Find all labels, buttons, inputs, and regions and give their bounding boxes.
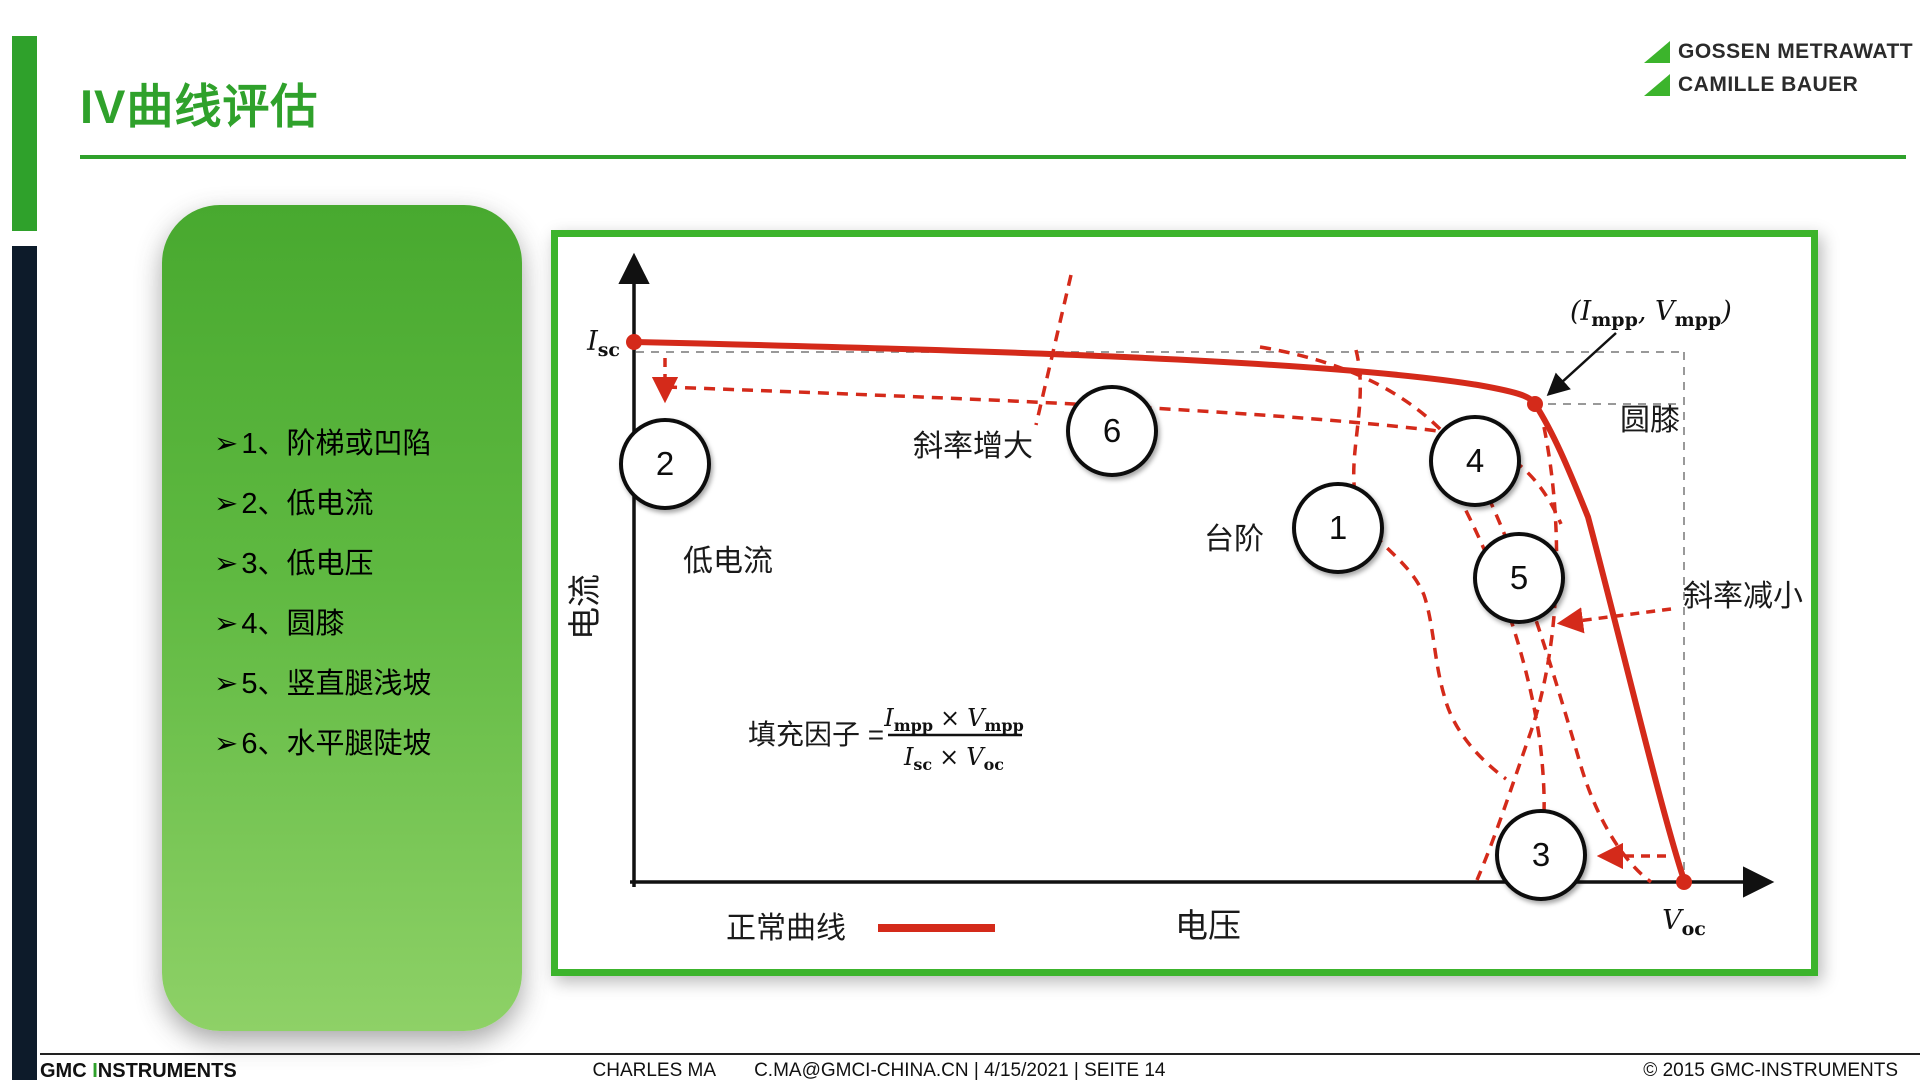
- mpp-callout-arrow: [1546, 332, 1617, 397]
- y-axis-label: 电流: [566, 574, 603, 640]
- iv-curve-svg: 2 6 4 1 5 3 斜率增大 低: [566, 252, 1803, 945]
- badge-circle: [619, 418, 711, 510]
- annotation-low-current: 低电流: [683, 545, 773, 578]
- voc-point: [1676, 874, 1692, 890]
- badge-circle: [1292, 482, 1384, 574]
- logo-triangle-icon: [1644, 41, 1670, 63]
- badge-number: 6: [1103, 412, 1121, 449]
- annotation-step: 台阶: [1204, 523, 1264, 556]
- footer: GMC INSTRUMENTS CHARLES MA C.MA@GMCI-CHIN…: [40, 1053, 1920, 1080]
- list-item: ➢1、阶梯或凹陷: [214, 423, 431, 466]
- badge-number: 3: [1532, 836, 1550, 873]
- defect-list-panel: ➢1、阶梯或凹陷 ➢2、低电流 ➢3、低电压 ➢4、圆膝 ➢5、竖直腿浅坡 ➢6…: [162, 205, 522, 1031]
- annotation-round-knee: 圆膝: [1620, 404, 1680, 437]
- badge-number: 1: [1329, 509, 1347, 546]
- dashed-curve-round-knee: [1259, 345, 1653, 884]
- list-item-label: 3、低电压: [241, 548, 374, 580]
- footer-brand: GMC INSTRUMENTS: [40, 1060, 360, 1080]
- logo-row-gossen: GOSSEN METRAWATT: [1644, 40, 1913, 64]
- mpp-point: [1527, 396, 1543, 412]
- footer-center: CHARLES MA C.MA@GMCI-CHINA.CN | 4/15/2021…: [360, 1060, 1398, 1080]
- footer-author: CHARLES MA: [592, 1060, 717, 1080]
- annotation-slope-increase: 斜率增大: [913, 430, 1033, 463]
- brand-i: I: [92, 1060, 98, 1080]
- list-item: ➢5、竖直腿浅坡: [214, 663, 431, 706]
- defect-list: ➢1、阶梯或凹陷 ➢2、低电流 ➢3、低电压 ➢4、圆膝 ➢5、竖直腿浅坡 ➢6…: [214, 423, 431, 766]
- marker-badge-3: 3: [1495, 809, 1587, 901]
- dashed-curve-low-voltage: [1436, 460, 1546, 850]
- list-item-label: 5、竖直腿浅坡: [241, 668, 432, 700]
- badge-number: 5: [1510, 559, 1528, 596]
- list-item: ➢3、低电压: [214, 543, 431, 586]
- formula-denominator: Isc×Voc: [903, 743, 1004, 774]
- logo-triangle-icon: [1644, 74, 1670, 96]
- formula-numerator: Impp×Vmpp: [883, 704, 1024, 735]
- bullet-icon: ➢: [214, 608, 239, 640]
- page-title: IV曲线评估: [80, 80, 319, 133]
- list-item-label: 4、圆膝: [241, 608, 345, 640]
- footer-meta: C.MA@GMCI-CHINA.CN | 4/15/2021 | SEITE 1…: [754, 1060, 1166, 1080]
- mpp-label: (Impp, Vmpp): [1570, 296, 1732, 331]
- brand-gmc: GMC: [40, 1060, 93, 1080]
- logo-text-camille-bauer: CAMILLE BAUER: [1678, 73, 1859, 96]
- logo-text-gossen-metrawatt: GOSSEN METRAWATT: [1678, 40, 1914, 63]
- marker-badge-5: 5: [1473, 532, 1565, 624]
- marker-badge-6: 6: [1066, 385, 1158, 477]
- isc-label: Isc: [586, 326, 620, 361]
- badge-circle: [1495, 809, 1587, 901]
- legend-label: 正常曲线: [726, 912, 846, 945]
- list-item: ➢4、圆膝: [214, 603, 431, 646]
- badge-number: 4: [1466, 442, 1484, 479]
- bullet-icon: ➢: [214, 428, 239, 460]
- marker-badge-2: 2: [619, 418, 711, 510]
- company-logo: GOSSEN METRAWATT CAMILLE BAUER: [1644, 40, 1913, 97]
- isc-point: [626, 334, 642, 350]
- left-edge-bar: [12, 246, 37, 1080]
- bullet-icon: ➢: [214, 728, 239, 760]
- list-item-label: 2、低电流: [241, 488, 374, 520]
- badge-circle: [1473, 532, 1565, 624]
- list-item-label: 1、阶梯或凹陷: [241, 428, 432, 460]
- formula-label: 填充因子 =: [748, 719, 884, 750]
- badge-number: 2: [656, 445, 674, 482]
- bullet-icon: ➢: [214, 548, 239, 580]
- bullet-icon: ➢: [214, 668, 239, 700]
- badge-circle: [1429, 415, 1521, 507]
- bullet-icon: ➢: [214, 488, 239, 520]
- brand-instruments: NSTRUMENTS: [97, 1060, 237, 1080]
- list-item-label: 6、水平腿陡坡: [241, 728, 432, 760]
- dashed-curve-slope-increase: [1034, 274, 1073, 426]
- voc-label: Voc: [1662, 905, 1706, 940]
- annotation-slope-decrease: 斜率减小: [1683, 580, 1803, 613]
- list-item: ➢6、水平腿陡坡: [214, 723, 431, 766]
- list-item: ➢2、低电流: [214, 483, 431, 526]
- badge-circle: [1066, 385, 1158, 477]
- title-underline: [80, 155, 1906, 159]
- marker-badge-4: 4: [1429, 415, 1521, 507]
- dashed-curve-steps: [1351, 349, 1508, 781]
- iv-curve-chart: 2 6 4 1 5 3 斜率增大 低: [551, 230, 1818, 976]
- title-accent-bar: [12, 36, 37, 231]
- footer-copyright: © 2015 GMC-INSTRUMENTS: [1643, 1060, 1898, 1080]
- logo-row-camille: CAMILLE BAUER: [1644, 73, 1858, 97]
- x-axis-label: 电压: [1175, 907, 1241, 944]
- marker-badge-1: 1: [1292, 482, 1384, 574]
